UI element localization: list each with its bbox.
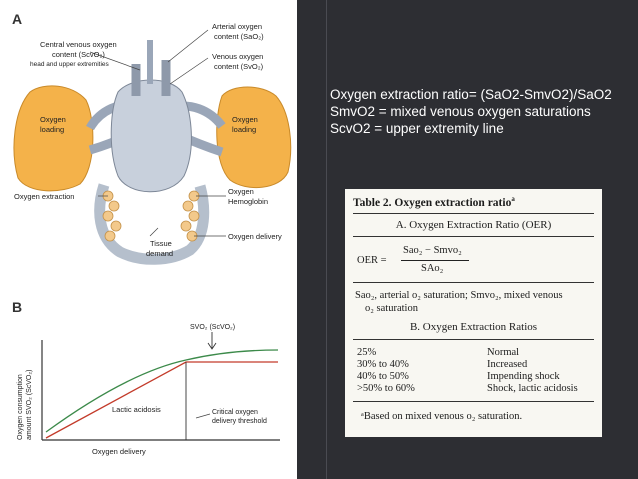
table-rule-b [353,339,594,340]
column-divider [326,0,327,479]
svo2-curve [45,349,279,433]
table-title: Table 2. Oxygen extraction ratioa [353,195,515,209]
label-delivery: Oxygen delivery [228,232,282,241]
note-line-1: Oxygen extraction ratio= (SaO2-SmvO2)/Sa… [330,87,612,102]
label-central-1: Central venous oxygen [40,40,117,49]
section-a-heading: A. Oxygen Extraction Ratio (OER) [395,219,552,231]
formula-lhs: OER = [357,255,387,266]
panel-a-letter: A [12,11,22,27]
right-lung [216,86,292,189]
panel-b-letter: B [12,299,22,315]
label-loading-right-1: Oxygen [232,115,258,124]
label-y-1: Oxygen consumption [17,374,24,440]
label-central-3: head and upper extremities [30,61,110,68]
label-loading-right-2: loading [232,125,256,134]
label-tissue-2: demand [146,249,173,258]
hemoglobin-cells-right [180,190,200,242]
label-arterial-1: Arterial oxygen [212,22,262,31]
label-venous-1: Venous oxygen [212,52,263,61]
row-meaning: Impending shock [487,371,560,382]
svo2-arrow [207,332,217,350]
label-hemoglobin-2: Hemoglobin [228,197,268,206]
label-tissue-1: Tissue [150,239,172,248]
note-line-2: SmvO2 = mixed venous oxygen saturations [330,104,591,119]
table-footnote: ᵃBased on mixed venous o₂ saturation. [361,411,523,422]
label-loading-left-1: Oxygen [40,115,66,124]
label-arterial-2: content (SaO₂) [214,32,264,41]
section-b-heading: B. Oxygen Extraction Ratios [409,321,538,333]
formula-denominator: SAo₂ [421,263,444,274]
label-hemoglobin-1: Oxygen [228,187,254,196]
label-critical-1: Critical oxygen [212,409,258,416]
label-x: Oxygen delivery [92,447,146,456]
heart [110,79,192,193]
oer-table: Table 2. Oxygen extraction ratioa A. Oxy… [345,189,602,437]
consumption-curve [45,361,278,439]
formula-numerator: Sao₂ − Smvo₂ [403,245,462,256]
table-rule-formula [353,282,594,283]
callout-lines [89,29,226,237]
table-rule-a [353,236,594,237]
row-range: 30% to 40% [357,359,409,370]
label-venous-2: content (SvO₂) [214,62,264,71]
formula-fraction-line [401,260,469,261]
notes: Oxygen extraction ratio= (SaO2-SmvO2)/Sa… [330,86,638,137]
note-line-3: ScvO2 = upper extremity line [330,121,504,136]
label-lactic: Lactic acidosis [112,405,161,414]
label-extraction: Oxygen extraction [14,192,74,201]
critical-callout-line [195,413,211,419]
row-meaning: Increased [487,359,528,370]
table-title-sup: a [511,195,515,203]
left-lung [13,85,94,192]
physiology-figure: A Arterial oxygen [0,0,297,479]
row-meaning: Shock, lactic acidosis [487,383,578,394]
label-y-2: amount SVO₂ (ScVO₂) [26,370,33,440]
table-rule-top [353,213,594,214]
physiology-figure-svg: A Arterial oxygen [12,11,292,456]
row-meaning: Normal [487,347,520,358]
row-range: 40% to 50% [357,371,409,382]
definition-line-1: Sao₂, arterial o₂ saturation; Smvo₂, mix… [355,290,563,301]
table-rule-bottom [353,401,594,402]
hemoglobin-cells-left [102,190,122,242]
label-central-2: content (ScvO₂) [52,50,105,59]
label-svo2: SVO₂ (ScVO₂) [190,324,235,331]
row-range: 25% [357,347,377,358]
label-critical-2: delivery threshold [212,418,267,425]
label-loading-left-2: loading [40,125,64,134]
systemic-loop [94,183,210,265]
row-range: >50% to 60% [357,383,415,394]
definition-line-2: o₂ saturation [365,303,418,314]
table-title-text: Table 2. Oxygen extraction ratio [353,196,512,209]
great-vessels [131,60,171,96]
